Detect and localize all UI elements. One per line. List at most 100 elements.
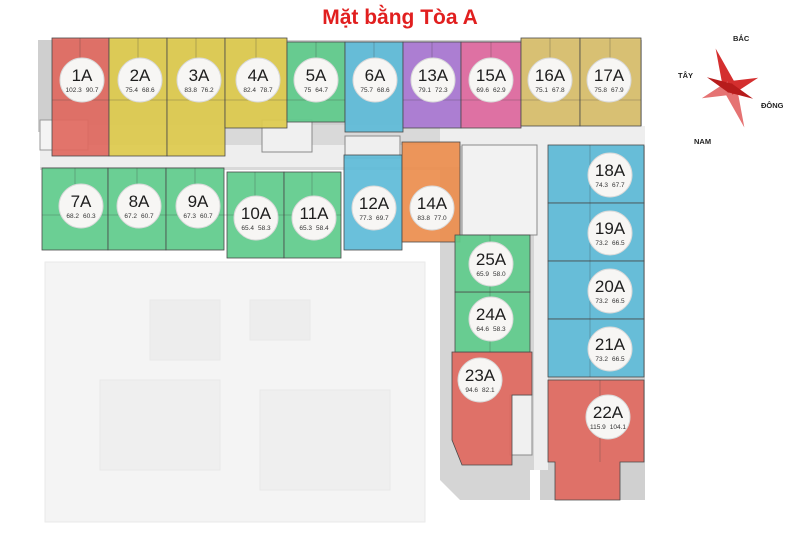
unit-badge (468, 241, 514, 287)
unit-area-net: 58.4 (316, 225, 329, 232)
unit-area-gross: 75.8 (594, 87, 607, 94)
unit-area-gross: 102.3 (66, 87, 83, 94)
unit-17A[interactable]: 17A 75.8 67.9 (586, 57, 632, 103)
unit-area-gross: 77.3 (359, 215, 372, 222)
unit-badge (117, 57, 163, 103)
unit-badge (116, 183, 162, 229)
unit-label: 8A (129, 192, 150, 211)
compass-east-label: ĐÔNG (761, 101, 784, 110)
compass-west-label: TÂY (678, 71, 693, 80)
unit-badge (175, 183, 221, 229)
unit-area-gross: 83.8 (417, 215, 430, 222)
unit-area-net: 77.0 (434, 215, 447, 222)
unit-badge (352, 57, 398, 103)
unit-badge (587, 210, 633, 256)
unit-label: 1A (72, 66, 93, 85)
unit-label: 9A (188, 192, 209, 211)
unit-area-gross: 69.6 (476, 87, 489, 94)
unit-area-net: 62.9 (493, 87, 506, 94)
unit-badge (410, 57, 456, 103)
unit-area-net: 58.3 (258, 225, 271, 232)
unit-label: 10A (241, 204, 272, 223)
unit-label: 4A (248, 66, 269, 85)
unit-area-gross: 75 (304, 87, 312, 94)
unit-15A[interactable]: 15A 69.6 62.9 (468, 57, 514, 103)
unit-badge (527, 57, 573, 103)
unit-badge (586, 57, 632, 103)
unit-area: 83.8 77.0 (417, 215, 447, 222)
unit-area-net: 76.2 (201, 87, 214, 94)
unit-label: 25A (476, 250, 507, 269)
unit-badge (587, 152, 633, 198)
unit-label: 18A (595, 161, 626, 180)
unit-badge (351, 185, 397, 231)
unit-area-net: 104.1 (610, 424, 627, 431)
unit-label: 13A (418, 66, 449, 85)
unit-label: 17A (594, 66, 625, 85)
unit-area-gross: 65.9 (476, 271, 489, 278)
compass: BẮC TÂY ĐÔNG NAM (678, 34, 784, 146)
compass-south-label: NAM (694, 137, 711, 146)
unit-area-net: 67.9 (611, 87, 624, 94)
unit-area-gross: 75.7 (360, 87, 373, 94)
unit-badge (58, 183, 104, 229)
unit-18A[interactable]: 18A 74.3 67.7 (587, 152, 633, 198)
unit-area-net: 82.1 (482, 387, 495, 394)
unit-label: 2A (130, 66, 151, 85)
unit-label: 12A (359, 194, 390, 213)
plan-title: Mặt bằng Tòa A (322, 6, 478, 29)
unit-badge (457, 357, 503, 403)
unit-area-gross: 82.4 (243, 87, 256, 94)
compass-south-arrow (723, 85, 745, 128)
unit-badge (176, 57, 222, 103)
unit-area-gross: 74.3 (595, 182, 608, 189)
unit-area-gross: 67.3 (183, 213, 196, 220)
unit-label: 23A (465, 366, 496, 385)
unit-area-gross: 115.9 (590, 424, 606, 431)
unit-label: 3A (189, 66, 210, 85)
unit-area-net: 60.7 (141, 213, 154, 220)
unit-area-net: 90.7 (86, 87, 99, 94)
unit-badge (409, 185, 455, 231)
unit-area-net: 67.8 (552, 87, 565, 94)
unit-label: 15A (476, 66, 507, 85)
unit-area-net: 58.3 (493, 326, 506, 333)
unit-area-net: 67.7 (612, 182, 625, 189)
unit-label: 21A (595, 335, 626, 354)
